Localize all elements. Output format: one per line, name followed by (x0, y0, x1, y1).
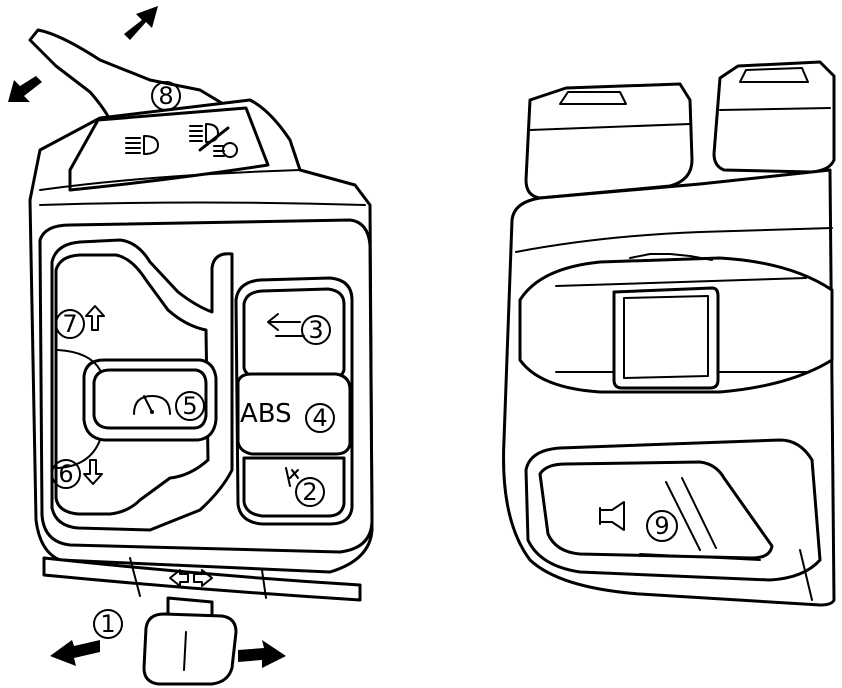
callout-1: 1 (93, 609, 123, 639)
arrow-up-icon (85, 305, 105, 331)
arrow-down-left-icon (8, 76, 42, 102)
svg-text:2: 2 (302, 478, 317, 506)
svg-text:4: 4 (312, 404, 327, 432)
high-beam-flash-icon (189, 123, 238, 158)
callout-9: 9 (646, 510, 678, 542)
right-switch-rear (502, 60, 836, 607)
callout-3: 3 (301, 315, 331, 345)
hazard-arrows-icon (169, 569, 213, 587)
arrow-right-icon (238, 640, 286, 668)
svg-text:1: 1 (100, 610, 115, 638)
callout-4: 4 (305, 403, 335, 433)
svg-text:5: 5 (182, 392, 197, 420)
arrow-left-icon (50, 640, 100, 666)
callout-7: 7 (55, 309, 85, 339)
svg-text:8: 8 (158, 82, 173, 110)
callout-8: 8 (151, 81, 181, 111)
svg-text:3: 3 (308, 316, 323, 344)
callout-6: 6 (51, 459, 81, 489)
callout-2: 2 (295, 477, 325, 507)
callout-5: 5 (175, 391, 205, 421)
svg-text:7: 7 (62, 310, 77, 338)
abs-button-label[interactable]: ABS (240, 399, 292, 429)
svg-text:6: 6 (58, 460, 73, 488)
turn-signal-icon (267, 313, 305, 337)
arrow-up-right-icon (124, 6, 158, 40)
cruise-control-icon (133, 395, 171, 415)
svg-text:9: 9 (654, 512, 669, 540)
ok-icon (285, 467, 299, 487)
horn-icon (599, 501, 625, 531)
low-beam-icon (125, 135, 159, 155)
left-switch-front (8, 6, 374, 686)
arrow-down-icon (83, 459, 103, 485)
